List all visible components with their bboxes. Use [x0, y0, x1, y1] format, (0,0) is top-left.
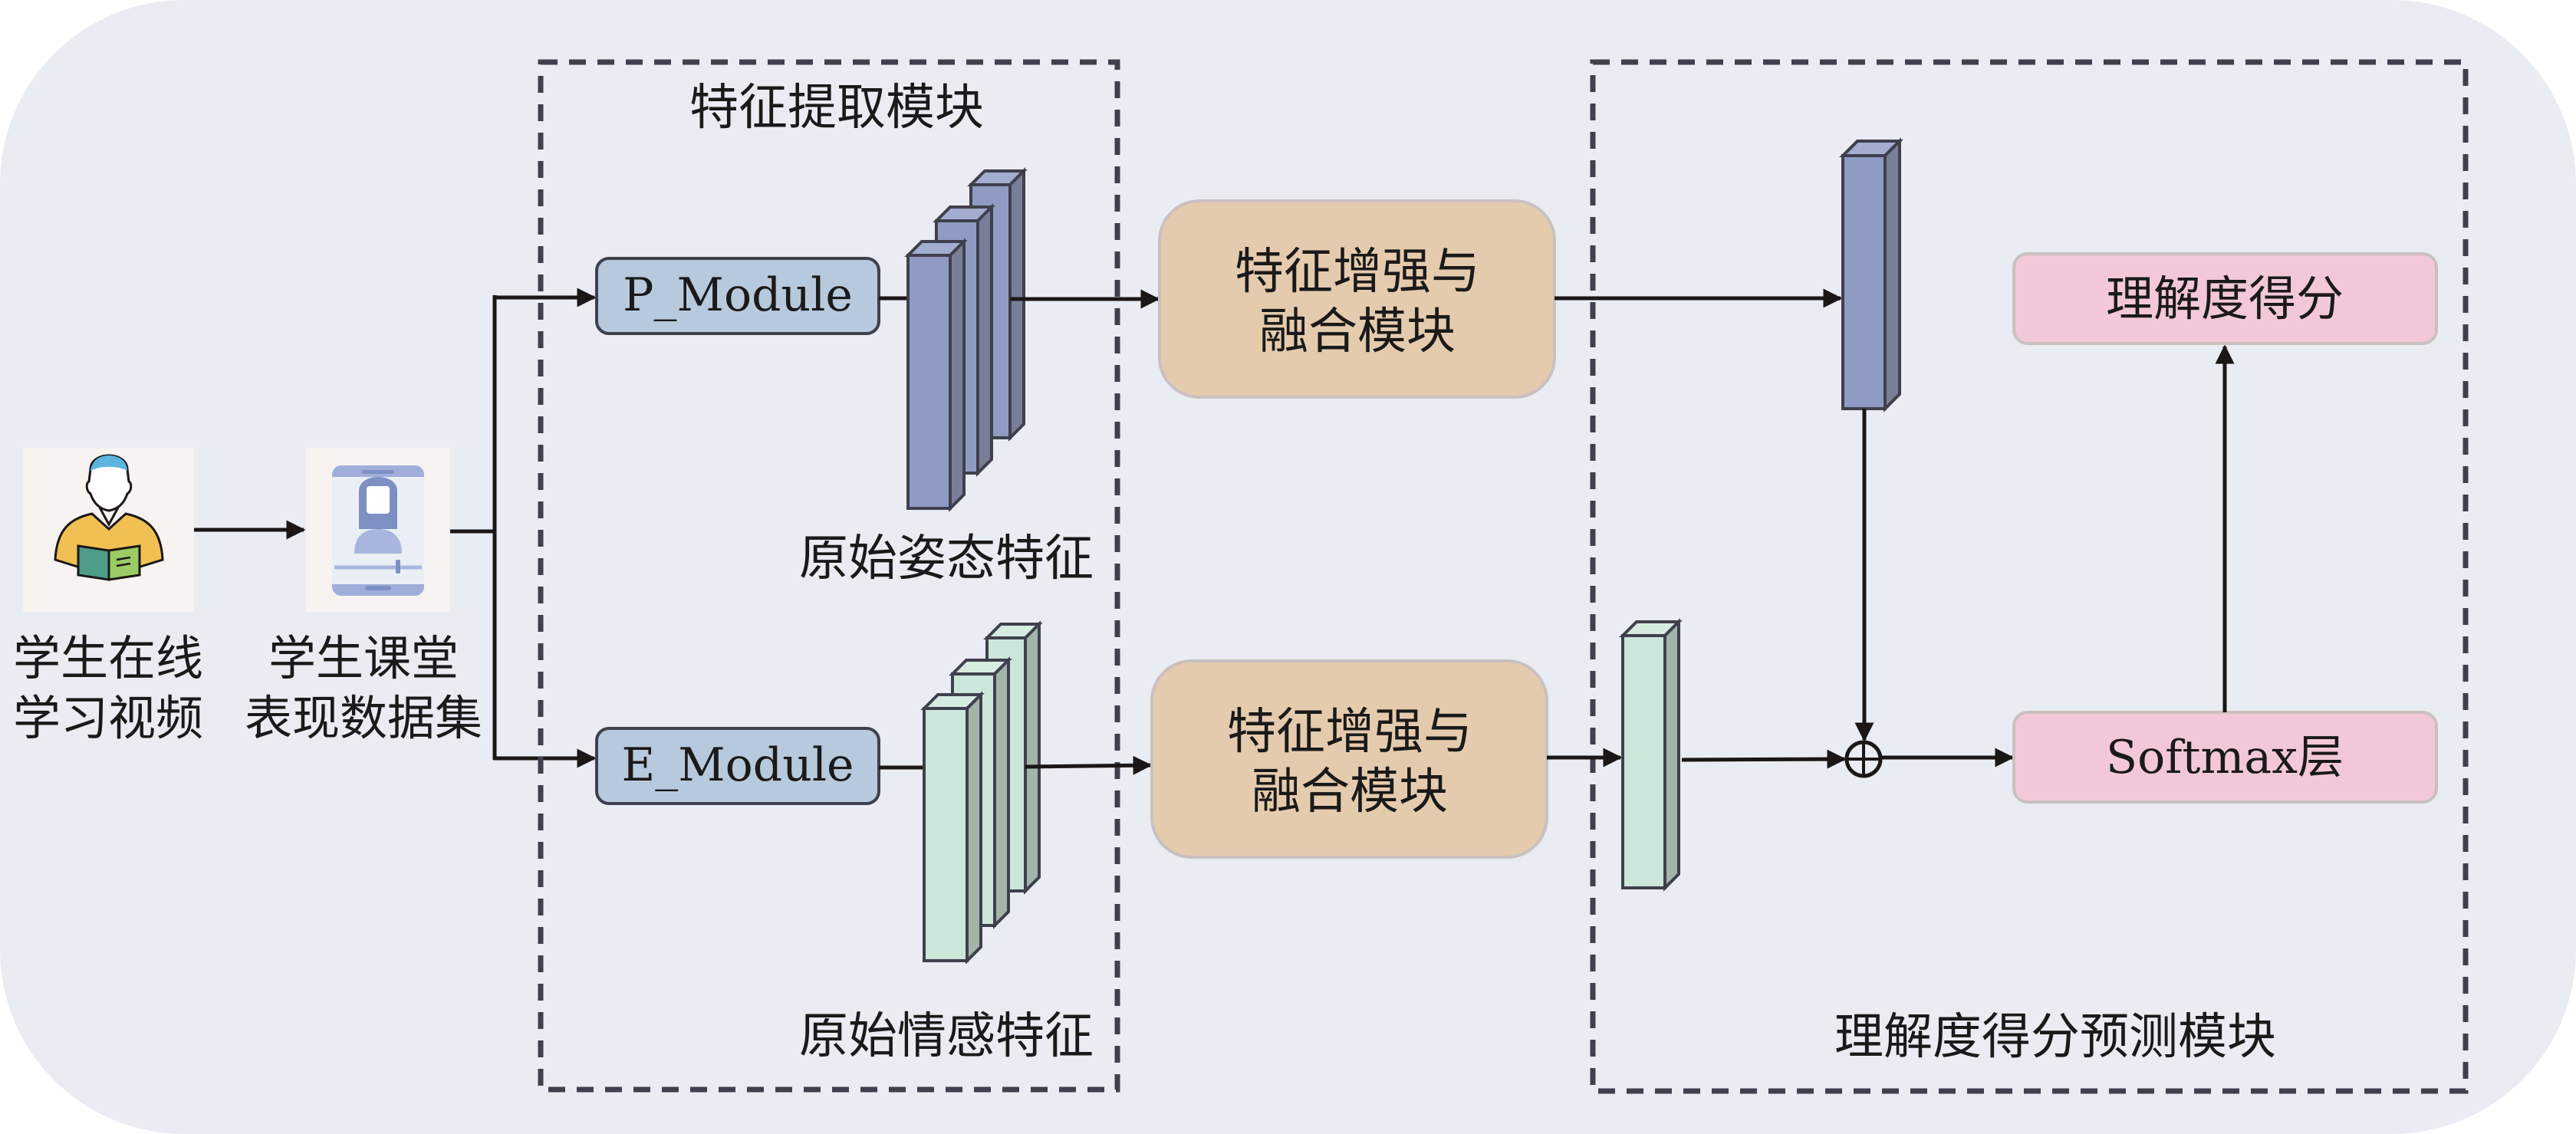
feature-extraction-title: 特征提取模块 — [689, 80, 984, 136]
prediction-title: 理解度得分预测模块 — [1834, 1009, 2276, 1066]
emotion-vector-to-combine — [1681, 749, 1847, 769]
pose-module-label: P_Module — [623, 268, 853, 322]
emotion-vector-bar — [1619, 618, 1683, 892]
score-label: 理解度得分 — [2106, 271, 2344, 327]
pose-feature-label: 原始姿态特征 — [799, 531, 1094, 587]
circle-plus-icon — [1844, 740, 1883, 778]
pose-vector — [1839, 137, 1903, 413]
fusion-top-line2: 融合模块 — [1259, 304, 1456, 360]
emotion-feature-stack — [920, 620, 1043, 965]
fusion-bottom-line1: 特征增强与 — [1227, 704, 1472, 761]
video-label-line1: 学生在线 — [13, 630, 203, 686]
prediction-frame — [1590, 59, 2469, 1094]
input-dataset: 学生课堂 表现数据集 — [245, 448, 482, 746]
emotion-module-label: E_Module — [621, 738, 854, 792]
video-label-line2: 学习视频 — [13, 690, 203, 746]
pose-feature-stack — [904, 167, 1028, 512]
input-video: 学生在线 学习视频 — [13, 448, 203, 746]
fusion-top-line1: 特征增强与 — [1235, 244, 1480, 301]
pose-feature-bar — [904, 238, 968, 512]
fusion-bottom-line2: 融合模块 — [1252, 764, 1448, 820]
dataset-label-line1: 学生课堂 — [268, 630, 459, 686]
phone-portrait-icon — [332, 465, 424, 596]
emotion-feature-bar — [920, 691, 985, 965]
emotion-feature-label: 原始情感特征 — [799, 1008, 1094, 1065]
pose-module-button[interactable]: P_Module — [595, 257, 880, 335]
fusion-module-bottom[interactable]: 特征增强与 融合模块 — [1150, 659, 1548, 859]
softmax-label: Softmax层 — [2106, 731, 2344, 784]
input-split-connector — [450, 288, 597, 768]
emotion-vector — [1619, 618, 1683, 892]
feature-extraction-frame — [538, 59, 1120, 1093]
score-output-box[interactable]: 理解度得分 — [2012, 252, 2438, 345]
softmax-layer-box[interactable]: Softmax层 — [2012, 711, 2438, 804]
emotion-features-to-fusion — [1025, 755, 1153, 775]
student-reading-icon — [54, 454, 164, 581]
dataset-label-line2: 表现数据集 — [245, 690, 482, 746]
emotion-module-button[interactable]: E_Module — [595, 727, 880, 805]
fusion-module-top[interactable]: 特征增强与 融合模块 — [1158, 199, 1556, 399]
pose-vector-bar — [1839, 137, 1903, 413]
